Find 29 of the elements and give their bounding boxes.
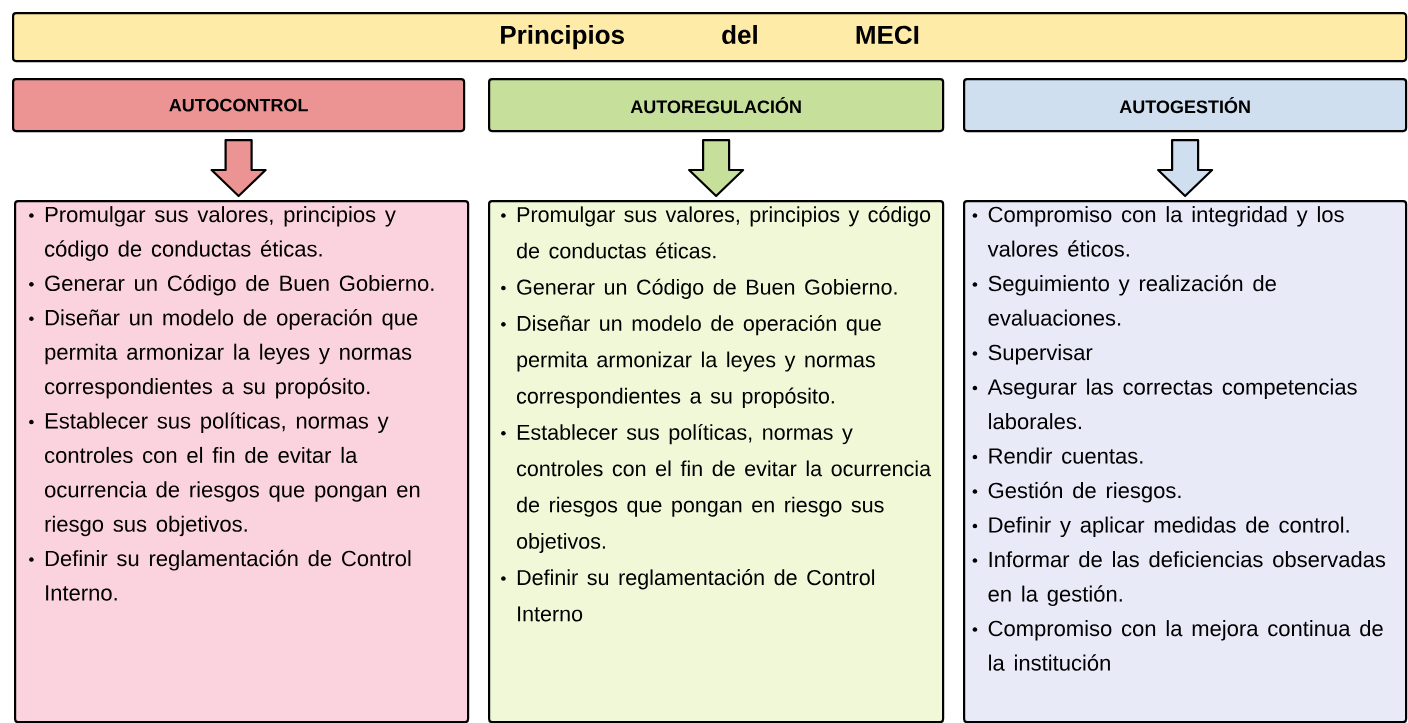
block-arrow: [688, 139, 745, 198]
bullet-item: Generar un Código de Buen Gobierno.: [517, 278, 897, 299]
bullet-item: Definir su reglamentación de Control Interno.: [45, 549, 411, 601]
bullet-item: Generar un Código de Buen Gobierno.: [45, 274, 434, 296]
bullet-item: Establecer sus políticas, normas y controles con el fin de evitar la ocurrencia de riesgos que pongan en riesgo sus objetivos.: [45, 412, 420, 537]
header-box: AUTOCONTROL: [12, 78, 466, 133]
block-arrow: [210, 139, 267, 198]
header-box: AUTOGESTIÓN: [963, 78, 1408, 133]
bullet-item: Seguimiento y realización de evaluaciones.: [988, 274, 1276, 326]
bullet-item: Definir y aplicar medidas de control.: [989, 516, 1349, 538]
bullet-item: Definir su reglamentación de Control Interno: [517, 569, 875, 622]
header-box: AUTOREGULACIÓN: [488, 78, 945, 133]
bullet-item: Compromiso con la integridad y los valores éticos.: [987, 206, 1344, 257]
bullet-item: Gestión de riesgos.: [988, 481, 1181, 503]
block-arrow: [1157, 139, 1214, 198]
bullet-item: Diseñar un modelo de operación que permita armonizar la leyes y normas correspondientes a su propósito.: [517, 315, 881, 408]
bullet-item: Informar de las deficiencias observadas en la gestión.: [988, 551, 1386, 607]
bullet-item: Compromiso con la mejora continua de la institución: [988, 620, 1383, 671]
list-box: [963, 200, 1408, 723]
bullet-item: Diseñar un modelo de operación que permita armonizar la leyes y normas correspondientes a su propósito.: [45, 309, 418, 399]
bullet-item: Promulgar sus valores, principios y código de conductas éticas.: [45, 206, 396, 261]
bullet-item: Asegurar las correctas competencias laborales.: [987, 378, 1357, 430]
bullet-item: Supervisar: [988, 344, 1093, 365]
bullet-item: Promulgar sus valores, principios y código de conductas éticas.: [517, 206, 931, 259]
list-box: [14, 200, 470, 723]
title-banner: Principios del MECI: [12, 12, 1408, 63]
bullet-item: Rendir cuentas.: [989, 447, 1143, 464]
bullet-item: Establecer sus políticas, normas y controles con el fin de evitar la ocurrencia de riesgos que pongan en riesgo sus objetivos.: [517, 423, 932, 554]
list-box: [488, 200, 945, 723]
